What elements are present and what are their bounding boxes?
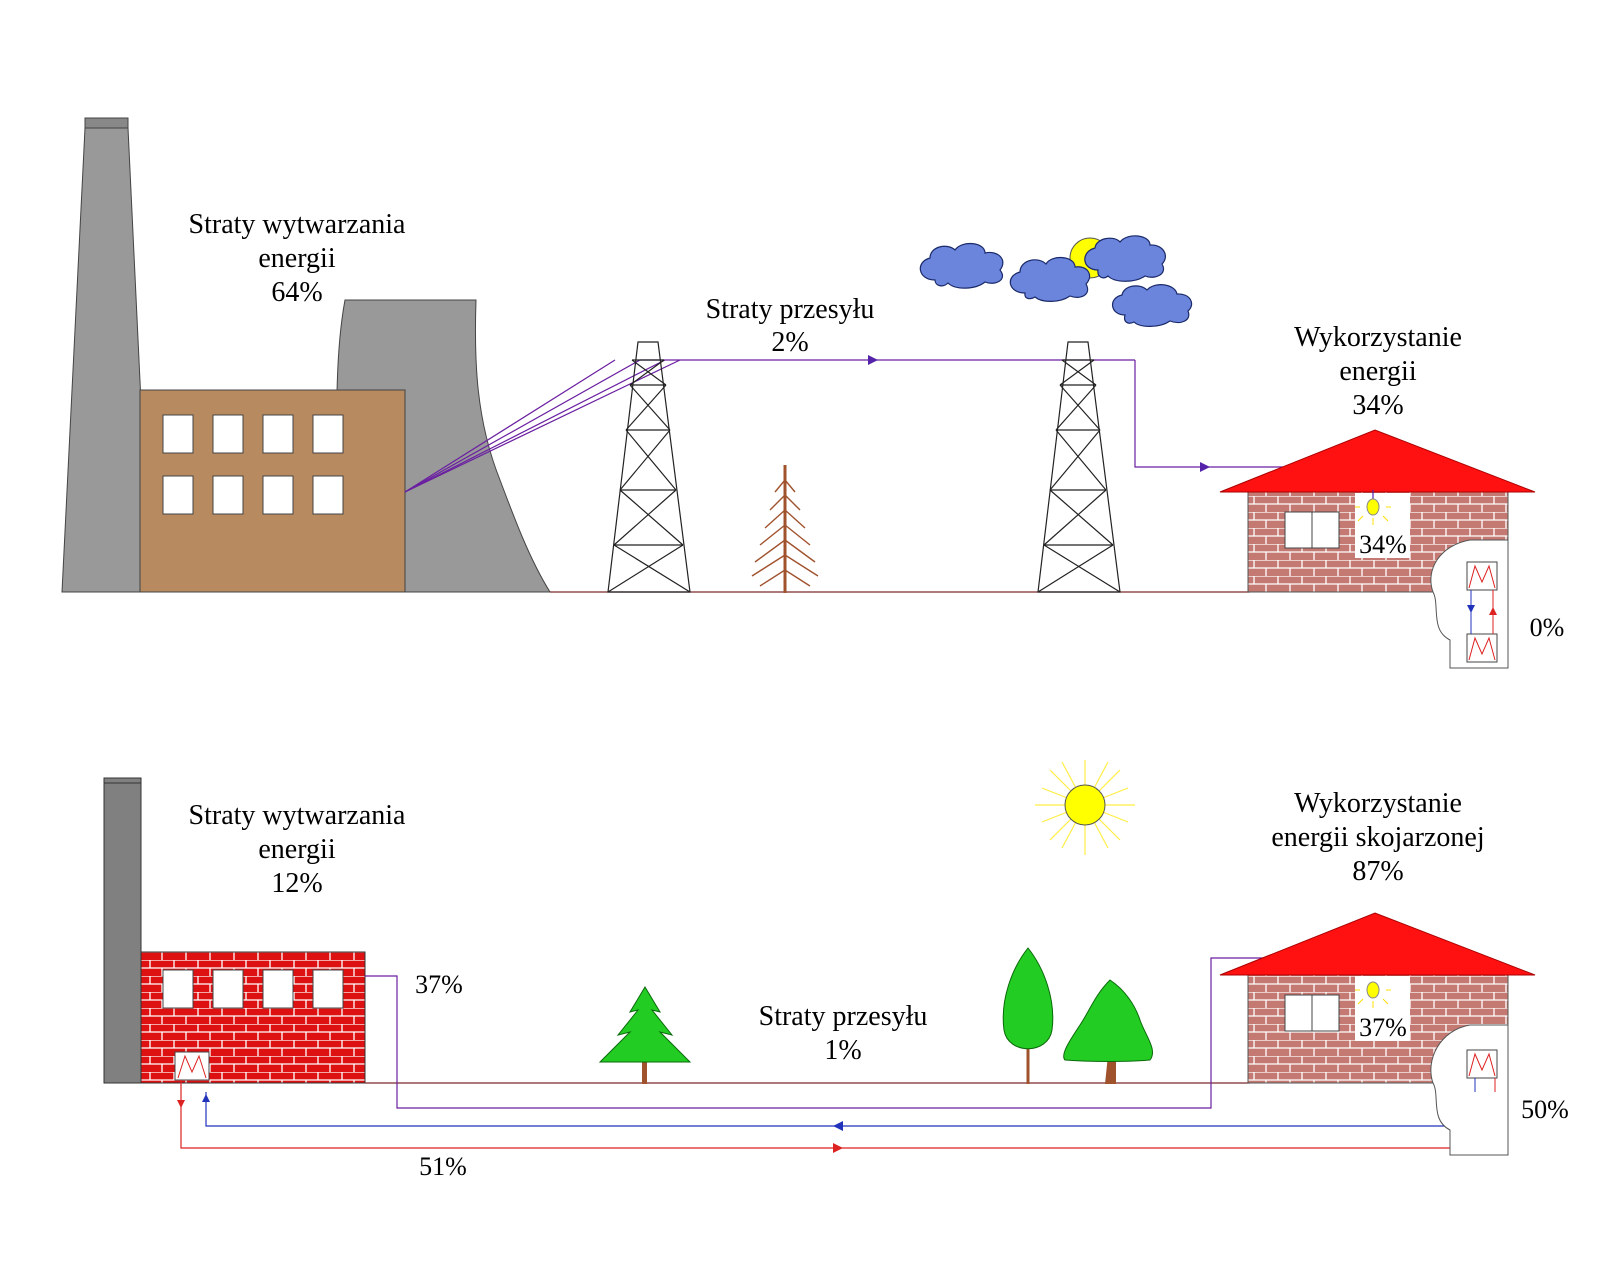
flow-arrow-icon [202,1094,210,1102]
bottom-usage-title-2: energii skojarzonej [1271,822,1484,853]
cloud-icon [1084,235,1166,282]
cloud-icon [1009,257,1091,302]
deciduous-tree-icon [1063,979,1154,1084]
radiator-icon [1430,539,1509,669]
top-generation-loss-title-1: Straty wytwarzania [189,209,406,240]
power-plant-building [139,389,406,593]
bottom-transmission-loss-title: Straty przesyłu [759,1001,928,1032]
top-transmission-loss-value: 2% [771,327,808,358]
flow-arrow-icon [177,1100,185,1108]
bottom-house-light-value: 37% [1359,1013,1407,1042]
top-usage-title-2: energii [1339,356,1416,387]
top-usage-title-1: Wykorzystanie [1294,322,1462,353]
power-lines [404,359,1374,500]
bottom-transmission-loss-value: 1% [824,1035,861,1066]
radiator-icon [1430,1024,1509,1156]
top-transmission-loss-title: Straty przesyłu [706,294,875,325]
top-scene: Straty wytwarzania energii 64% Straty pr… [61,117,1565,669]
power-lines [365,957,1374,1109]
house-icon [1219,912,1536,1084]
bottom-generation-loss-title-2: energii [258,834,335,865]
flow-arrow-icon [833,1121,843,1131]
conifer-tree-icon [598,986,692,1084]
dead-tree-icon [751,465,819,593]
heat-exchanger-icon [174,1051,210,1081]
flow-arrow-icon [1200,462,1210,472]
flow-arrow-icon [833,1143,843,1153]
bottom-heating-value: 50% [1521,1095,1569,1124]
bottom-usage-value: 87% [1352,856,1403,887]
bottom-generation-loss-title-1: Straty wytwarzania [189,800,406,831]
bottom-heat-supply-value: 51% [419,1152,467,1181]
chimney-icon [61,117,151,593]
heat-pipes [180,1080,1496,1149]
bottom-generation-loss-value: 12% [271,868,322,899]
top-house-light-value: 34% [1359,530,1407,559]
pylon-icon [607,341,691,593]
top-heating-value: 0% [1530,613,1565,642]
lightbulb-icon [1355,490,1391,525]
top-generation-loss-title-2: energii [258,243,335,274]
chimney-icon [103,777,142,1084]
top-usage-value: 34% [1352,390,1403,421]
cloud-icon [1112,284,1193,327]
cloud-icon [919,243,1004,289]
bottom-scene: Straty wytwarzania energii 12% Straty pr… [103,760,1569,1181]
sun-icon [1035,760,1135,855]
bottom-electric-output-value: 37% [415,970,463,999]
house-icon [1219,429,1536,593]
top-generation-loss-value: 64% [271,277,322,308]
pylon-icon [1037,341,1121,593]
bottom-usage-title-1: Wykorzystanie [1294,788,1462,819]
poplar-tree-icon [1002,947,1054,1084]
chp-plant-building [140,951,366,1084]
flow-arrow-icon [868,355,878,365]
lightbulb-icon [1355,981,1391,1008]
